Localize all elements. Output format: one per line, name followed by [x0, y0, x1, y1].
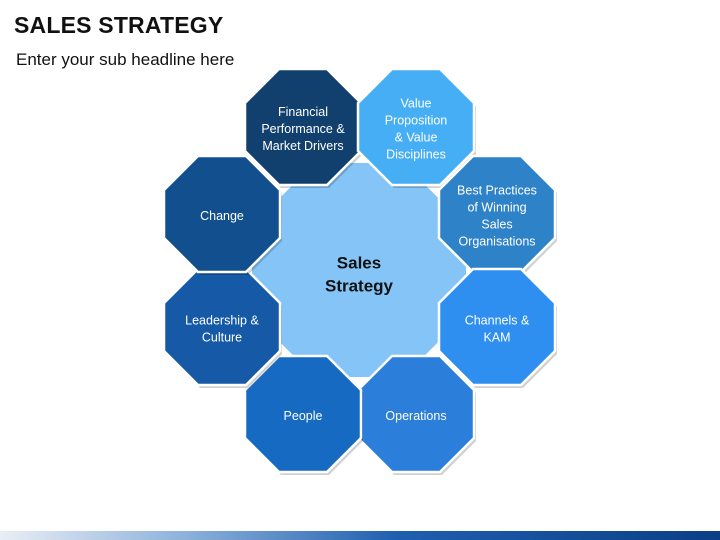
page-subtitle: Enter your sub headline here [16, 50, 235, 69]
node-octagon-shape [243, 67, 363, 187]
node-people: People [243, 354, 363, 475]
node-octagon-shape [356, 67, 476, 187]
node-octagon-shape [162, 267, 282, 387]
node-leadership-culture: Leadership &Culture [162, 267, 282, 388]
node-operations: Operations [356, 354, 476, 475]
node-change: Change [162, 154, 282, 275]
node-octagon-shape [162, 154, 282, 274]
page-title: SALES STRATEGY [14, 12, 224, 38]
footer-gradient-bar [0, 531, 720, 540]
node-label: Change [200, 209, 244, 223]
node-label: People [284, 409, 323, 423]
node-label: Channels &KAM [465, 313, 530, 344]
node-label: Leadership &Culture [185, 313, 259, 344]
node-channels-kam: Channels &KAM [437, 267, 557, 388]
node-octagon-shape [437, 267, 557, 387]
node-octagon-shape [243, 354, 363, 474]
node-label: Operations [385, 409, 446, 423]
